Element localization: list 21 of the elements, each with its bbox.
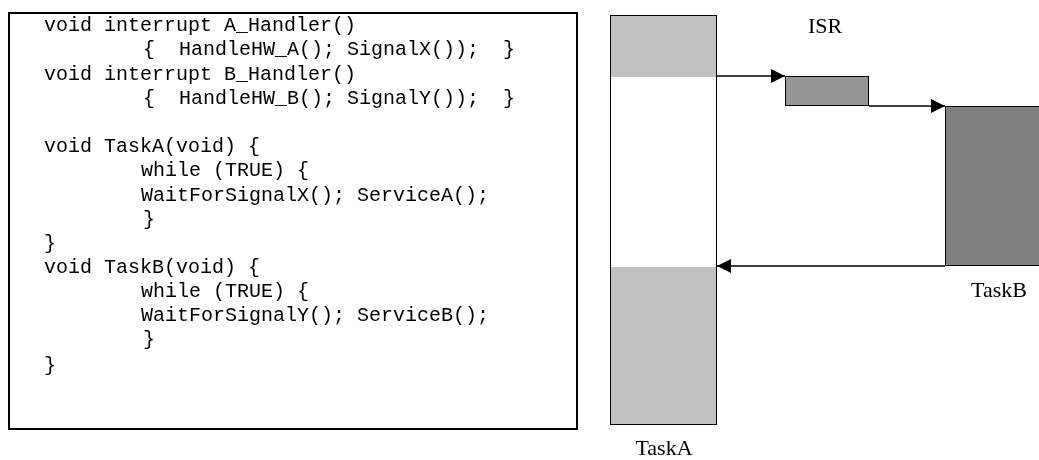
code-line: void interrupt A_Handler(): [44, 14, 357, 38]
code-line: WaitForSignalY(); ServiceB();: [141, 304, 490, 328]
code-line: WaitForSignalX(); ServiceA();: [141, 184, 490, 208]
code-line: void TaskB(void) {: [44, 256, 261, 280]
task-label: ISR: [807, 14, 843, 38]
task-label: TaskA: [635, 436, 693, 460]
code-line: void TaskA(void) {: [44, 135, 261, 159]
arrow: [868, 99, 946, 113]
code-line: while (TRUE) {: [141, 280, 310, 304]
code-line: }: [44, 232, 56, 256]
code-line: { HandleHW_A(); SignalX()); }: [143, 38, 516, 62]
code-box: [8, 12, 578, 430]
code-line: }: [143, 208, 155, 232]
code-line: }: [44, 354, 56, 378]
code-line: { HandleHW_B(); SignalY()); }: [143, 87, 516, 111]
code-line: while (TRUE) {: [141, 159, 310, 183]
arrow: [716, 69, 786, 83]
task-label: TaskB: [971, 278, 1027, 302]
code-line: void interrupt B_Handler(): [44, 63, 357, 87]
arrow: [716, 259, 946, 273]
code-line: }: [143, 328, 155, 352]
